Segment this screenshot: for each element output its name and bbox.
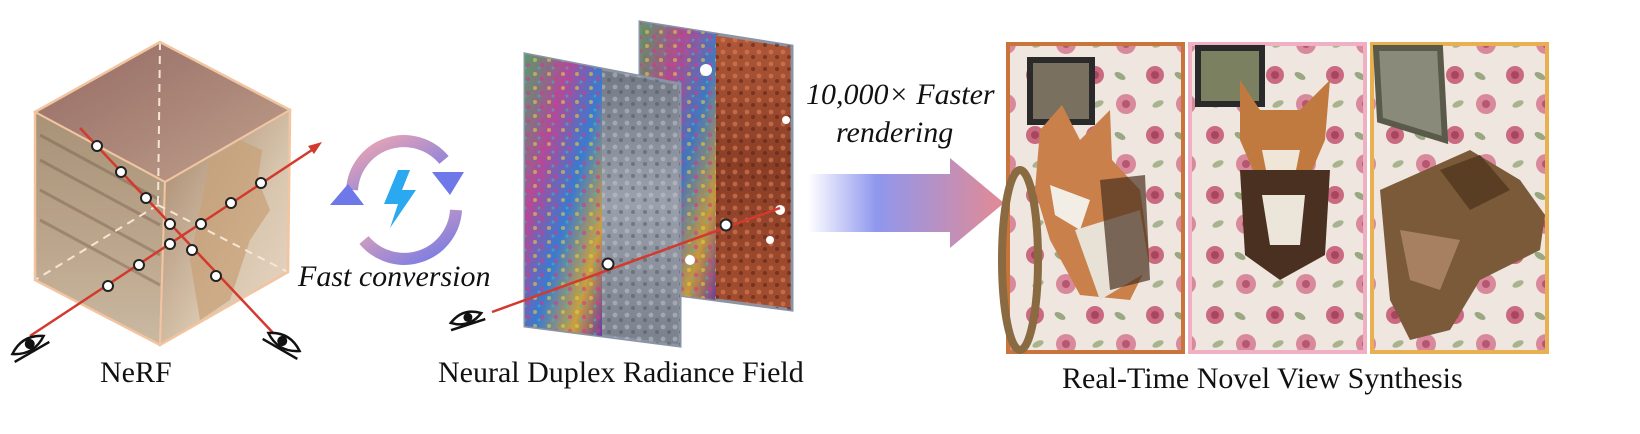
synthesis-label: Real-Time Novel View Synthesis: [1062, 362, 1463, 395]
sample-point: [115, 166, 127, 178]
fast-conversion-label: Fast conversion: [298, 260, 491, 293]
eye-icon: [10, 334, 50, 364]
output-view-2: [1188, 42, 1367, 354]
lightning-icon: [384, 170, 416, 228]
sample-points: [91, 140, 267, 292]
sample-point: [140, 192, 152, 204]
sample-point: [210, 270, 222, 282]
eye-icon: [448, 310, 486, 332]
duplex-label: Neural Duplex Radiance Field: [438, 356, 804, 389]
sample-point: [186, 244, 198, 256]
nerf-label: NeRF: [100, 356, 172, 389]
output-view-1: [998, 42, 1185, 354]
sample-point: [133, 259, 145, 271]
nerf-cube: [32, 40, 293, 347]
speed-label-line2: rendering: [836, 116, 954, 149]
duplex-front-panel: [523, 52, 682, 348]
fox-silhouette: [190, 140, 270, 320]
sample-point: [164, 238, 176, 250]
ray-1-arrowhead: [308, 142, 322, 154]
output-view-3: [1370, 42, 1549, 354]
sample-point: [601, 257, 615, 271]
speed-label-line1: 10,000× Faster: [806, 78, 995, 111]
sample-point: [255, 177, 267, 189]
sample-point: [719, 218, 733, 232]
sample-point: [102, 280, 114, 292]
sample-point: [91, 140, 103, 152]
sample-point: [195, 218, 207, 230]
eye-icon: [262, 331, 302, 361]
sample-point: [164, 218, 176, 230]
refresh-cycle-icon: [330, 135, 464, 265]
big-arrow-icon: [808, 158, 1004, 248]
sample-point: [225, 197, 237, 209]
ray-2: [79, 127, 277, 337]
